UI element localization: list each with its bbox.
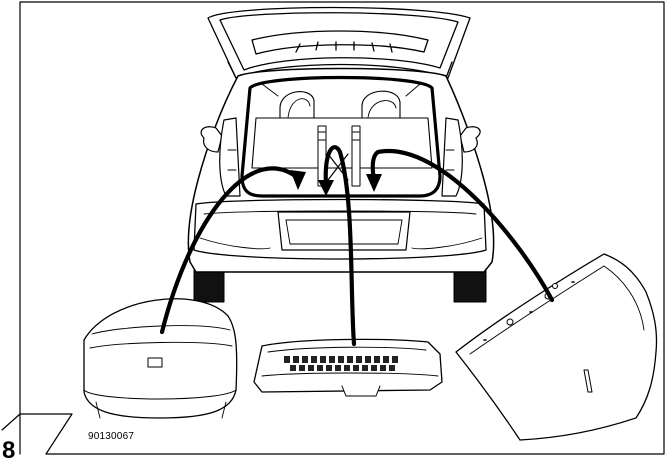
figure-code: 90130067: [88, 431, 134, 442]
spare-wheel-cover: [84, 299, 237, 418]
right-tire: [454, 268, 486, 302]
belt-strip-right: [352, 126, 360, 186]
left-tire: [194, 268, 224, 302]
figure-number: 8: [2, 439, 15, 463]
